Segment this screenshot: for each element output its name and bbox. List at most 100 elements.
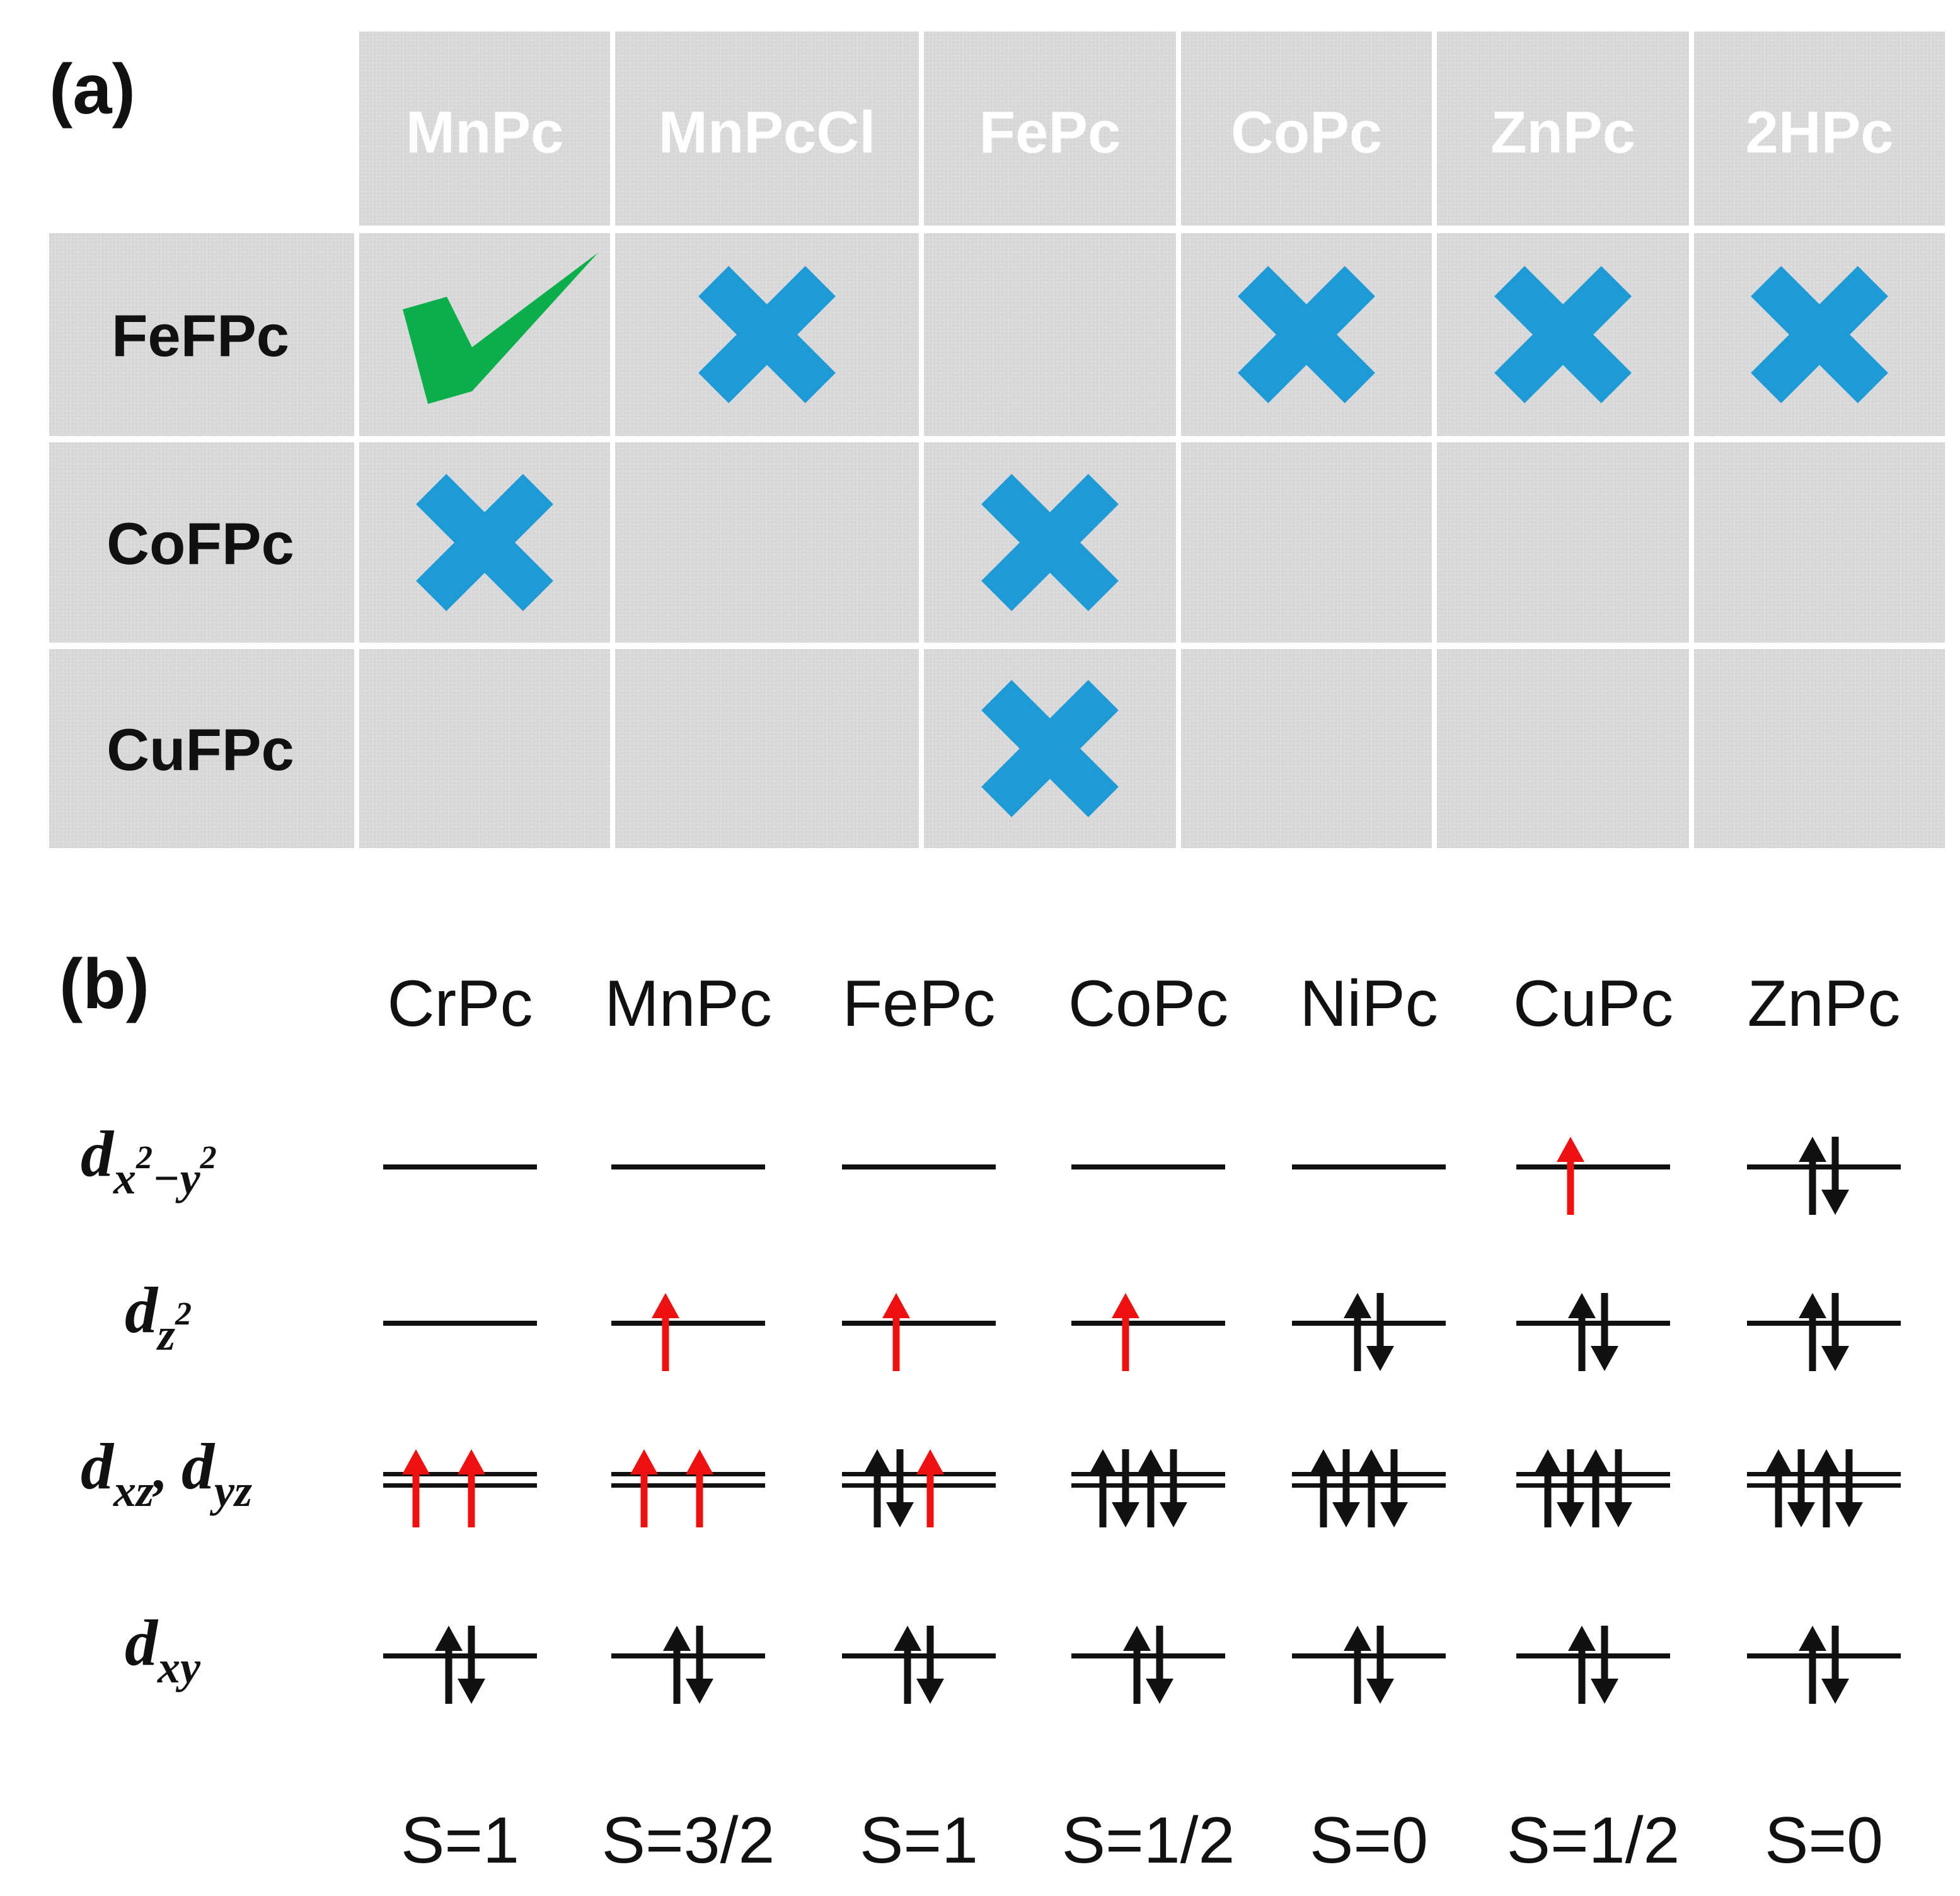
spin-down-arrow-icon	[1835, 1449, 1863, 1527]
spin-up-arrow-icon	[1089, 1449, 1117, 1527]
column-header-mnpc: MnPc	[406, 99, 564, 165]
spin-value: S=0	[1765, 1804, 1883, 1877]
table-cell	[615, 442, 919, 643]
level-d_z2-znpc	[1747, 1293, 1901, 1371]
column-header-2hpc: 2HPc	[1745, 99, 1893, 165]
orbital-label-d_z2: dz2	[125, 1274, 192, 1360]
cross-mark-icon	[1751, 266, 1888, 403]
table-cell	[924, 233, 1176, 436]
table-cell	[1181, 649, 1432, 848]
level-d_z2-nipc	[1292, 1293, 1446, 1371]
column-header-znpc: ZnPc	[1490, 99, 1635, 165]
spin-down-arrow-icon	[1821, 1626, 1849, 1704]
cross-mark-icon	[981, 474, 1119, 611]
column-header-copc: CoPc	[1231, 99, 1382, 165]
spin-down-arrow-icon	[916, 1626, 944, 1704]
level-d_x2-y2-fepc	[842, 1164, 996, 1169]
spin-down-arrow-icon	[1146, 1626, 1173, 1704]
level-d_x2-y2-cupc	[1516, 1137, 1670, 1215]
level-d_z2-copc	[1071, 1293, 1225, 1371]
table-cell	[1437, 649, 1689, 848]
spin-up-arrow-icon	[1799, 1293, 1826, 1371]
column-header-mnpccl: MnPcCl	[659, 99, 876, 165]
spin-up-arrow-icon	[1344, 1626, 1371, 1704]
table-cell	[615, 649, 919, 848]
level-d_x2-y2-crpc	[383, 1164, 537, 1169]
spin-down-arrow-icon	[1112, 1449, 1139, 1527]
row-header-cell	[49, 442, 354, 643]
level-d_xy-fepc	[842, 1626, 996, 1704]
level-d_xz,d_yz-znpc	[1747, 1449, 1901, 1527]
spin-up-arrow-icon	[435, 1626, 463, 1704]
row-header-cufpc: CuFPc	[107, 716, 294, 783]
level-d_xy-znpc	[1747, 1626, 1901, 1704]
table-cell	[1437, 442, 1689, 643]
spin-up-arrow-icon	[1344, 1293, 1371, 1371]
spin-down-arrow-icon	[1366, 1626, 1394, 1704]
spin-value: S=1/2	[1062, 1804, 1235, 1877]
spin-up-arrow-icon	[686, 1449, 713, 1527]
panel-b-label: (b)	[59, 945, 149, 1023]
molecule-header-copc: CoPc	[1068, 967, 1228, 1040]
spin-up-arrow-icon	[630, 1449, 658, 1527]
molecule-header-nipc: NiPc	[1300, 967, 1438, 1040]
level-d_xz,d_yz-cupc	[1516, 1449, 1670, 1527]
spin-down-arrow-icon	[1821, 1137, 1849, 1215]
spin-down-arrow-icon	[458, 1626, 485, 1704]
spin-up-arrow-icon	[1557, 1137, 1584, 1215]
level-d_x2-y2-znpc	[1747, 1137, 1901, 1215]
cross-mark-icon	[698, 266, 836, 403]
table-cell	[359, 649, 610, 848]
table-cell	[1694, 442, 1945, 643]
spin-up-arrow-icon	[1137, 1449, 1165, 1527]
spin-up-arrow-icon	[1582, 1449, 1610, 1527]
check-mark-icon	[403, 253, 598, 404]
spin-down-arrow-icon	[1787, 1449, 1815, 1527]
level-d_xz,d_yz-nipc	[1292, 1449, 1446, 1527]
cross-mark-icon	[981, 680, 1119, 817]
spin-up-arrow-icon	[1765, 1449, 1792, 1527]
table-cell	[1181, 442, 1432, 643]
level-d_xy-nipc	[1292, 1626, 1446, 1704]
spin-up-arrow-icon	[1568, 1626, 1596, 1704]
row-header-cell	[49, 233, 354, 436]
spin-value: S=0	[1310, 1804, 1428, 1877]
spin-up-arrow-icon	[1813, 1449, 1840, 1527]
level-d_xz,d_yz-crpc	[383, 1449, 537, 1527]
energy-levels	[383, 1137, 1901, 1704]
level-d_xy-crpc	[383, 1626, 537, 1704]
orbital-label-d_xy: dxy	[125, 1607, 201, 1692]
spin-down-arrow-icon	[1160, 1449, 1187, 1527]
table-cell	[1694, 649, 1945, 848]
spin-down-arrow-icon	[1332, 1449, 1360, 1527]
header-cell	[615, 32, 919, 226]
molecule-header-fepc: FePc	[843, 967, 996, 1040]
spin-down-arrow-icon	[1557, 1449, 1584, 1527]
spin-value: S=1/2	[1507, 1804, 1680, 1877]
spin-up-arrow-icon	[402, 1449, 430, 1527]
header-cell	[1694, 32, 1945, 226]
spin-up-arrow-icon	[1799, 1137, 1826, 1215]
spin-up-arrow-icon	[1799, 1626, 1826, 1704]
level-d_xz,d_yz-mnpc	[611, 1449, 765, 1527]
row-header-fefpc: FeFPc	[112, 302, 289, 369]
spin-up-arrow-icon	[1568, 1293, 1596, 1371]
spin-up-arrow-icon	[1123, 1626, 1151, 1704]
spin-down-arrow-icon	[1591, 1626, 1618, 1704]
level-d_z2-cupc	[1516, 1293, 1670, 1371]
level-d_xy-copc	[1071, 1626, 1225, 1704]
orbital-label-d_x2-y2: dx2−y2	[81, 1118, 217, 1204]
spin-up-arrow-icon	[652, 1293, 679, 1371]
spin-up-arrow-icon	[882, 1293, 910, 1371]
molecule-header-cupc: CuPc	[1513, 967, 1673, 1040]
spin-up-arrow-icon	[863, 1449, 891, 1527]
spin-up-arrow-icon	[916, 1449, 944, 1527]
level-d_x2-y2-nipc	[1292, 1164, 1446, 1169]
level-d_xy-mnpc	[611, 1626, 765, 1704]
